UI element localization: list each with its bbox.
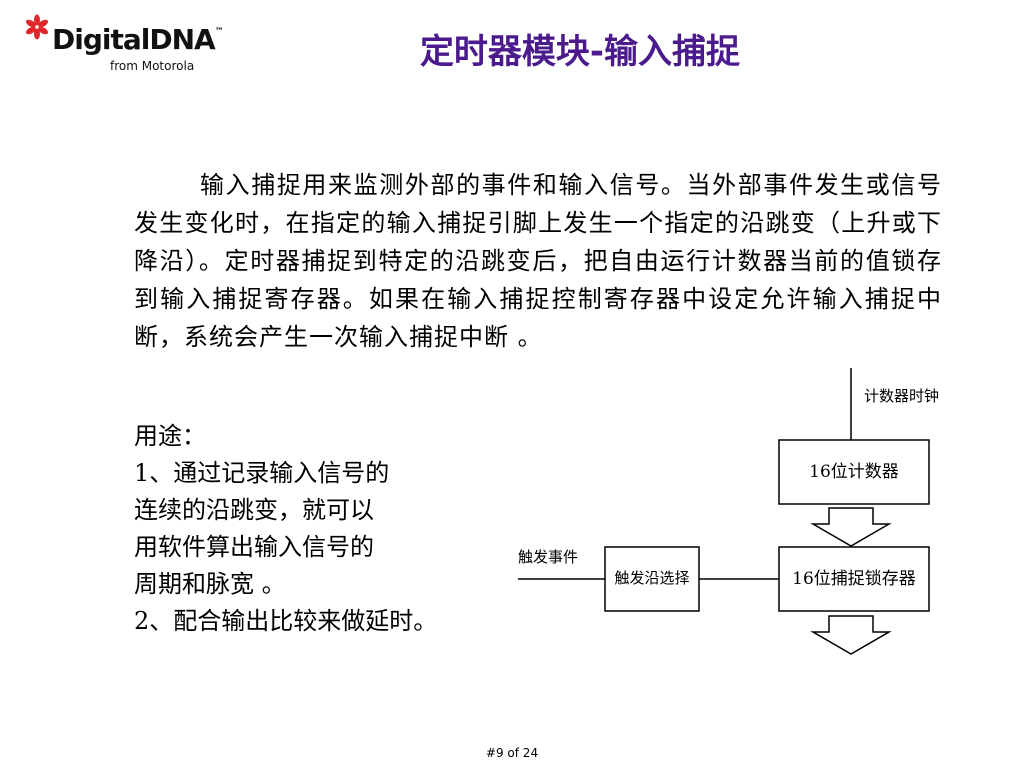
latch-box <box>778 546 930 612</box>
page-number: #9 of 24 <box>485 746 539 760</box>
logo-subtitle: from Motorola <box>110 59 195 73</box>
counter-box <box>778 439 930 505</box>
uses-list: 用途： 1、通过记录输入信号的 连续的沿跳变，就可以 用软件算出输入信号的 周期… <box>134 418 494 640</box>
edge-select-label: 触发沿选择 <box>614 569 690 587</box>
uses-heading: 用途： <box>134 422 206 450</box>
trigger-input-label: 触发事件 <box>518 548 579 566</box>
uses-line: 2、配合输出比较来做延时。 <box>134 607 438 635</box>
latch-label: 16位捕捉锁存器 <box>792 569 916 589</box>
input-capture-diagram: 计数器时钟 16位计数器 触发事件 触发沿选择 16位捕捉锁存器 <box>500 368 960 668</box>
asterisk-logo-icon <box>25 14 49 40</box>
uses-line: 1、通过记录输入信号的 <box>134 459 390 487</box>
diagram-graphics <box>518 368 930 655</box>
counter-to-latch-arrow <box>810 507 892 547</box>
latch-output-arrow <box>810 615 892 655</box>
uses-line: 用软件算出输入信号的 <box>134 533 374 561</box>
uses-line: 周期和脉宽 。 <box>134 570 286 598</box>
counter-label: 16位计数器 <box>809 462 899 482</box>
description-paragraph: 输入捕捉用来监测外部的事件和输入信号。当外部事件发生或信号发生变化时，在指定的输… <box>134 171 942 351</box>
page-title: 定时器模块-输入捕捉 <box>419 32 741 72</box>
uses-line: 连续的沿跳变，就可以 <box>134 496 374 524</box>
clock-label: 计数器时钟 <box>864 387 940 405</box>
digitaldna-logo: DigitalDNA™ from Motorola <box>24 12 224 82</box>
logo-brand-wordmark: DigitalDNA™ <box>52 23 224 56</box>
